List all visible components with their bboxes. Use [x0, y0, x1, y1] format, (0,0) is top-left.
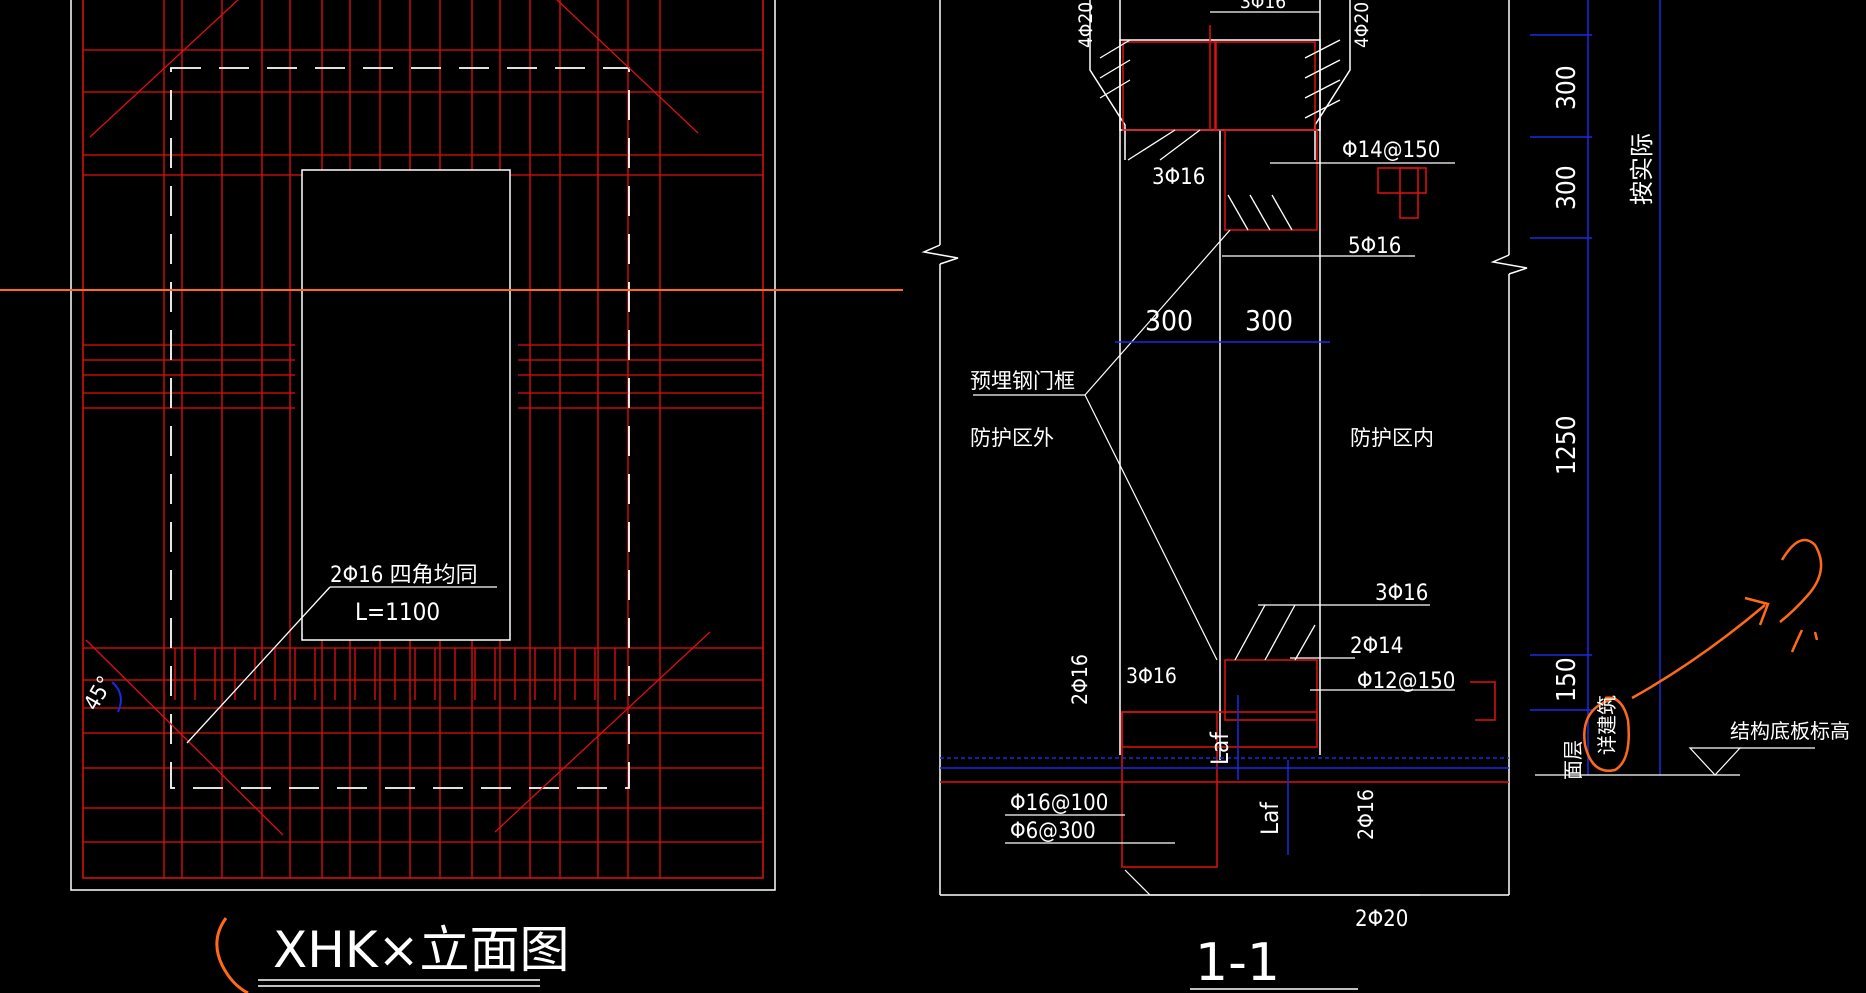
section-rebar	[940, 25, 1509, 868]
handwritten-note: 详建筑	[1595, 695, 1619, 755]
leader-lines	[973, 11, 1455, 896]
inside-zone-label: 防护区内	[1350, 426, 1434, 450]
rebar-2phi14: 2Φ14	[1350, 634, 1403, 659]
rebar-5phi16: 5Φ16	[1348, 234, 1401, 259]
dim-300-left: 300	[1145, 304, 1193, 337]
outside-zone-label: 防护区外	[970, 426, 1054, 450]
floor-finish-label: 面层	[1561, 740, 1585, 780]
section-title: 1-1	[1195, 933, 1280, 993]
stirrup-phi12-150: Φ12@150	[1357, 669, 1455, 694]
rebar-2phi20-bottom: 2Φ20	[1355, 907, 1408, 932]
elevation-view: 45° 2Φ16 四角均同 L=1100 XHK×立面图	[0, 0, 903, 993]
door-opening	[301, 169, 511, 641]
structure-slab-level-label: 结构底板标高	[1730, 719, 1850, 743]
rebar-3phi16-mid: 3Φ16	[1152, 165, 1205, 190]
vertical-note-actual: 按实际	[1628, 133, 1656, 205]
rebar-3phi16-bottom-left: 3Φ16	[1126, 664, 1177, 688]
elevation-inner-frame	[82, 0, 764, 879]
rebar-2phi16-left: 2Φ16	[1068, 654, 1092, 705]
dimension-lines	[940, 0, 1661, 855]
dim-300-a: 300	[1552, 65, 1582, 110]
handwritten-annotation	[1583, 538, 1823, 772]
laf-upper: Laf	[1206, 731, 1234, 765]
stirrup-phi6-300: Φ6@300	[1010, 819, 1096, 844]
rebar-length-label: L=1100	[355, 598, 440, 626]
door-frame-label: 预埋钢门框	[970, 369, 1075, 393]
rebar-2phi16-right: 2Φ16	[1354, 789, 1378, 840]
rebar-label-leader	[186, 586, 497, 744]
hatch-marks	[1099, 39, 1341, 661]
dim-150: 150	[1552, 657, 1582, 702]
dim-300-right: 300	[1245, 304, 1293, 337]
dim-300-b: 300	[1552, 165, 1582, 210]
dim-1250: 1250	[1552, 415, 1582, 475]
rebar-3phi16-top: 3Φ16	[1240, 0, 1286, 13]
rebar-3phi16-bottom-right: 3Φ16	[1375, 581, 1428, 606]
stirrup-phi16-100: Φ16@100	[1010, 791, 1108, 816]
dashed-boundary	[170, 67, 630, 789]
angle-arc	[111, 681, 122, 713]
diagonal-corner-bars	[85, 0, 711, 836]
elevation-title: XHK×立面图	[273, 921, 570, 979]
elevation-outer-frame	[70, 0, 776, 891]
rebar-4phi20-right: 4Φ20	[1351, 2, 1373, 48]
level-markers	[1535, 747, 1815, 776]
section-view: 4Φ20 4Φ20 3Φ16 Φ14@150 3Φ16 5Φ16 300 300…	[921, 0, 1850, 993]
laf-lower: Laf	[1256, 801, 1284, 835]
rebar-4phi20-left: 4Φ20	[1075, 2, 1097, 48]
rebar-corner-label: 2Φ16 四角均同	[330, 563, 478, 588]
stirrup-phi14-150: Φ14@150	[1342, 138, 1440, 163]
handwritten-bracket	[215, 917, 249, 993]
